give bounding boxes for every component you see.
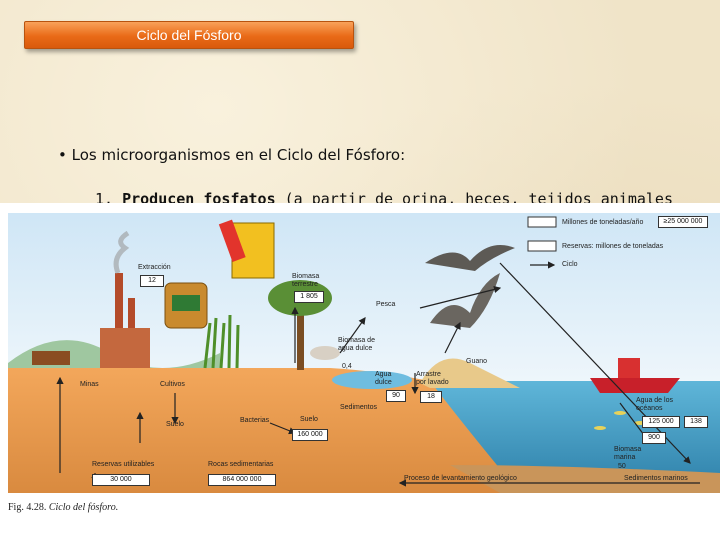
bird-1 (425, 244, 515, 271)
label-biomasa-agua-dulce: Biomasa de agua dulce (338, 337, 375, 352)
label-bacterias: Bacterias (240, 417, 270, 424)
label-sedimentos-marinos: Sedimentos marinos (624, 475, 688, 482)
value-biomasa-terrestre: 1 805 (294, 291, 324, 303)
ship-cabin (618, 358, 640, 378)
value-arrastre: 18 (420, 391, 442, 403)
label-reservas-utilizables: Reservas utilizables (92, 461, 155, 468)
value-biomasa-marina: 900 (642, 432, 666, 444)
value-suelo: 160 000 (292, 429, 328, 441)
slide-title: Ciclo del Fósforo (24, 21, 354, 49)
label-cultivos: Cultivos (160, 381, 185, 388)
label-pesca: Pesca (376, 301, 396, 308)
legend-millions: Millones de toneladas/año (562, 219, 644, 226)
value-biomasa-agua-dulce: 0,4 (342, 363, 352, 370)
value-reservas-utilizables: 30 000 (92, 474, 150, 486)
figure-caption: Fig. 4.28. Ciclo del fósforo. (8, 502, 118, 513)
label-agua-dulce: Agua dulce (375, 371, 392, 386)
detergent-box (218, 219, 246, 262)
caption-title: Ciclo del fósforo. (46, 502, 119, 513)
legend-reserves: Reservas: millones de toneladas (562, 243, 664, 250)
factory-building (100, 328, 150, 368)
bullet-point: • Los microorganismos en el Ciclo del Fó… (58, 146, 405, 164)
label-rocas-sedimentarias: Rocas sedimentarias (208, 461, 274, 468)
caption-prefix: Fig. 4.28. (8, 502, 47, 513)
caption-area (0, 493, 720, 540)
label-extraccion: Extracción (138, 264, 171, 271)
label-sedimentos: Sedimentos (340, 404, 377, 411)
bird-2 (430, 273, 500, 328)
value-rocas-sedimentarias: 864 000 000 (208, 474, 276, 486)
truck (32, 351, 70, 365)
label-arrastre: Arrastre por lavado (416, 371, 449, 386)
slide-title-text: Ciclo del Fósforo (136, 27, 242, 43)
value-agua-oceanos: 125 000 (642, 416, 680, 428)
tree-trunk (297, 308, 304, 370)
bullet-text: Los microorganismos en el Ciclo del Fósf… (71, 146, 406, 164)
value-biomasa-marina-2: 50 (618, 463, 626, 470)
factory-chimney (115, 273, 123, 368)
label-proceso-levantamiento: Proceso de levantamiento geológico (404, 475, 517, 482)
sea (430, 381, 720, 493)
crops (203, 314, 240, 369)
fishing-ship (590, 378, 680, 393)
label-biomasa-marina: Biomasa marina (614, 446, 642, 461)
legend-box-millions (527, 216, 557, 228)
legend-box-reserves (527, 240, 557, 252)
value-agua-dulce: 90 (386, 390, 406, 402)
bullet-marker: • (58, 146, 67, 164)
legend-millions-value: ≥25 000 000 (658, 216, 708, 228)
smoke (113, 230, 130, 274)
label-suelo: Suelo (300, 416, 318, 423)
cycle-illustration (0, 213, 720, 540)
phosphorus-cycle-figure: Millones de toneladas/año ≥25 000 000 Re… (0, 203, 720, 540)
cycle-arrows (56, 262, 700, 487)
label-minas: Minas (80, 381, 99, 388)
legend-cycle: Ciclo (562, 261, 578, 268)
label-agua-oceanos: Agua de los océanos (636, 397, 673, 412)
label-biomasa-terrestre: Biomasa terrestre (292, 273, 320, 288)
value-agua-oceanos-2: 138 (684, 416, 708, 428)
sea-floor (450, 465, 720, 493)
sack-label (172, 295, 200, 311)
cow (310, 346, 340, 360)
label-suelo-left: Suelo (166, 421, 184, 428)
guano-rock (420, 358, 520, 388)
lake (332, 371, 412, 389)
label-guano: Guano (466, 358, 488, 365)
value-extraccion: 12 (140, 275, 164, 287)
